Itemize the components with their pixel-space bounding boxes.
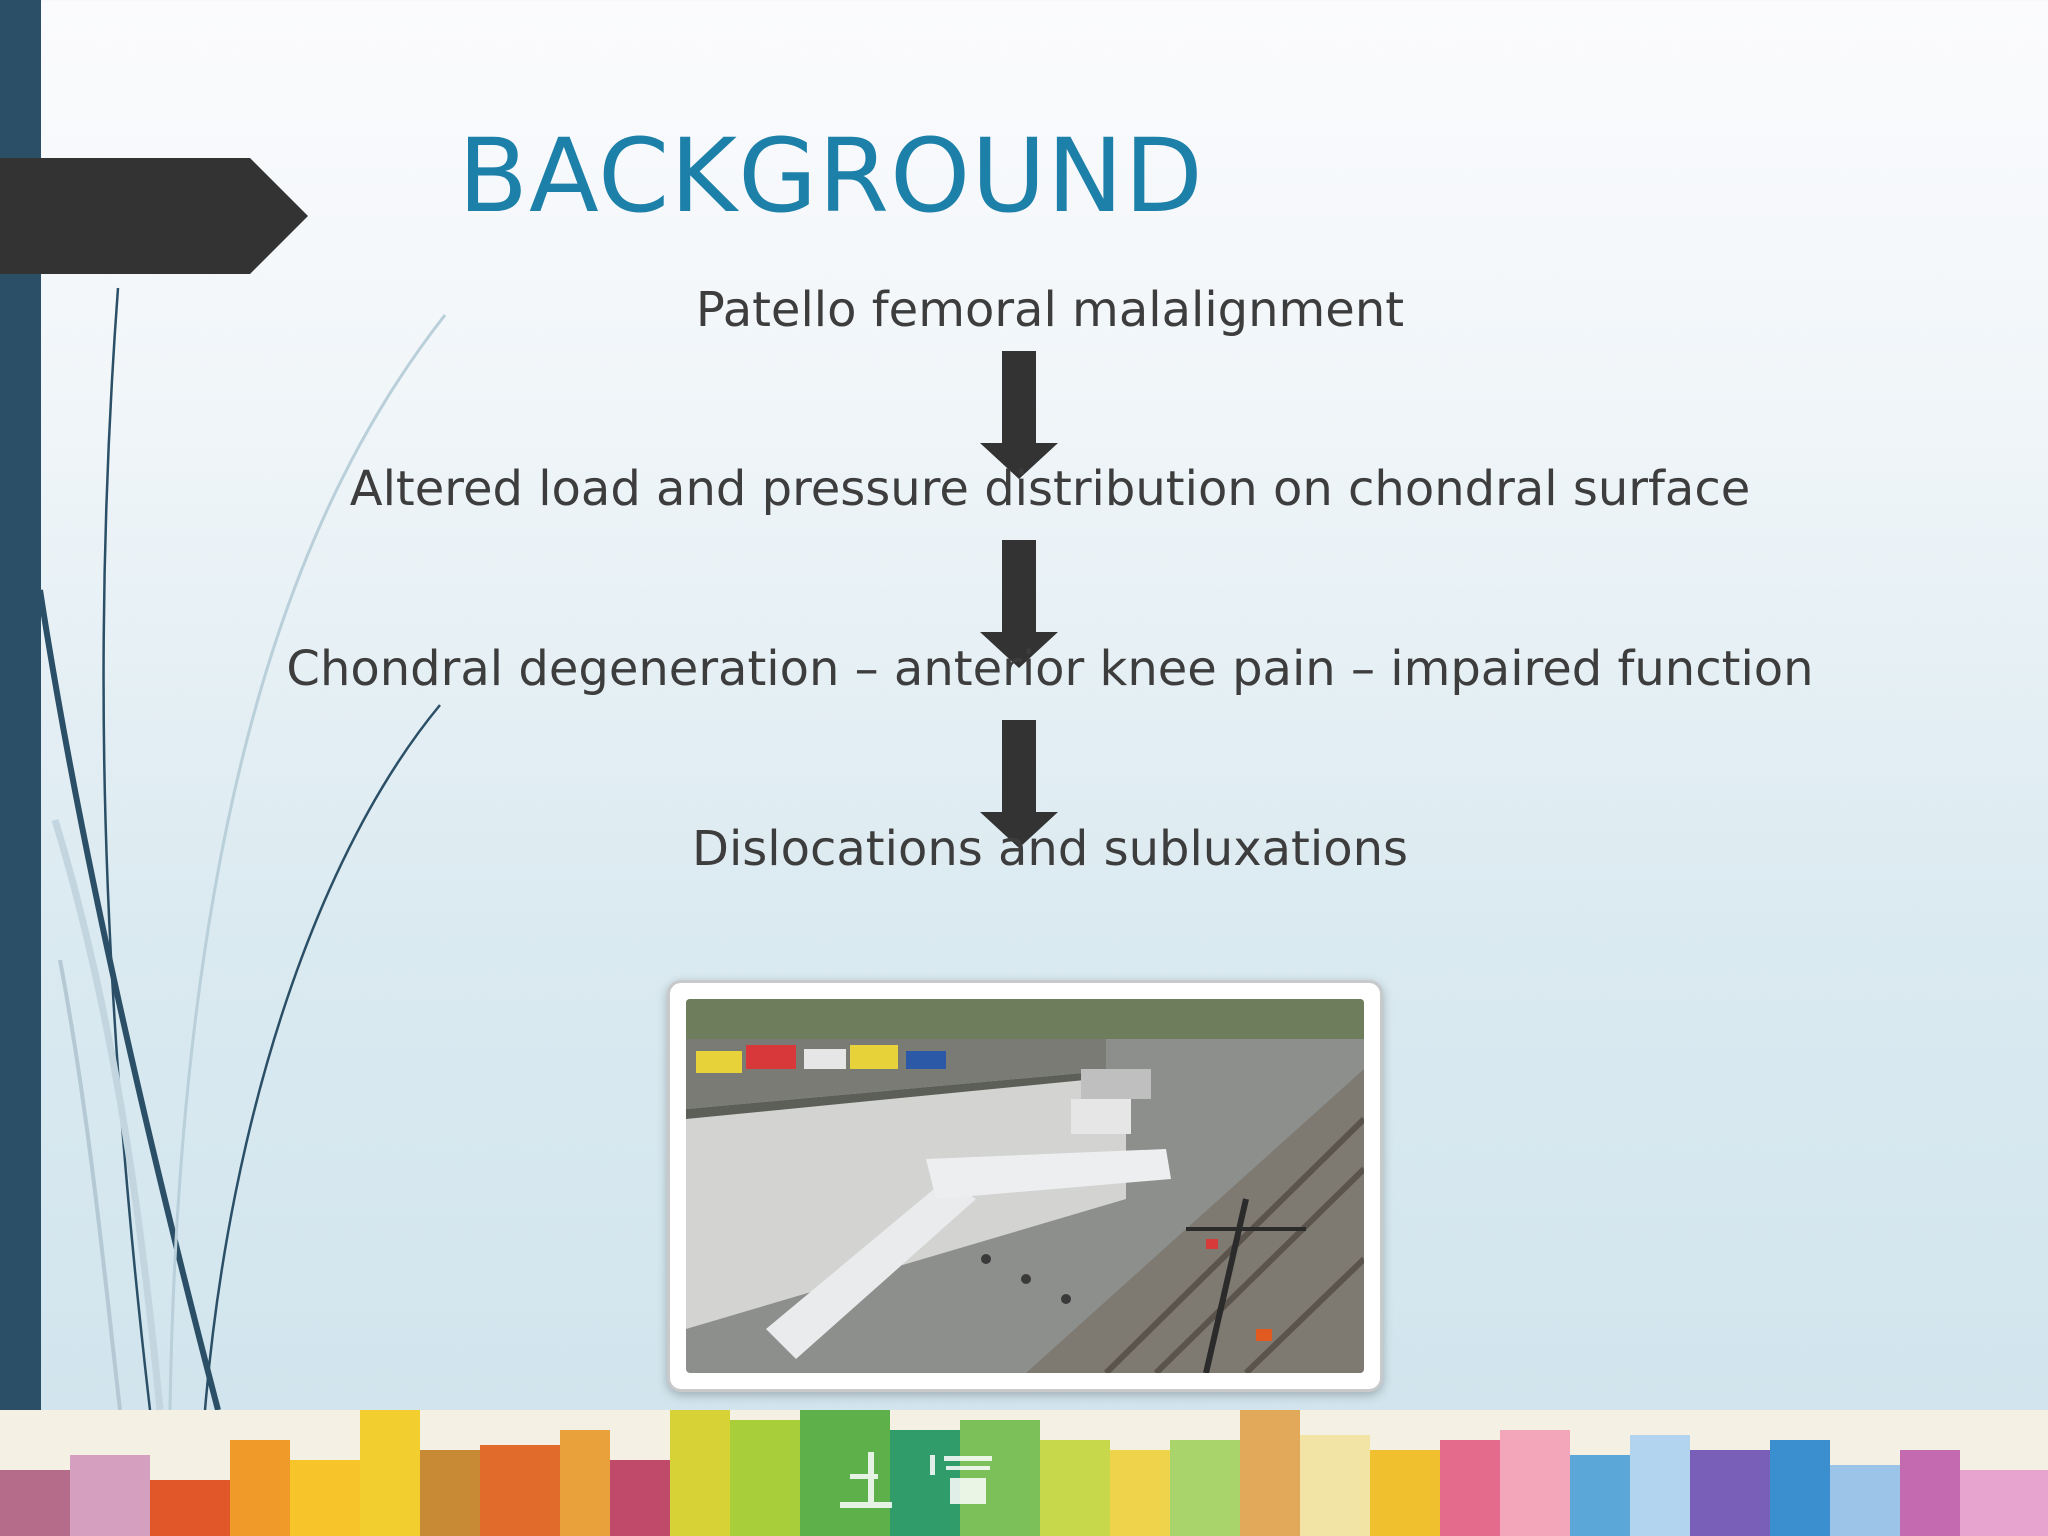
flow-step-3: Chondral degeneration – anterior knee pa… <box>286 641 1814 697</box>
train-derailment-photo <box>686 999 1364 1373</box>
slide-title: BACKGROUND <box>458 117 1204 236</box>
down-arrow-icon <box>980 351 1058 479</box>
flow-step-4: Dislocations and subluxations <box>691 821 1408 877</box>
flow-step-2: Altered load and pressure distribution o… <box>349 461 1751 517</box>
title-tab-arrow-shape <box>0 158 308 274</box>
photo-frame <box>667 980 1383 1392</box>
flow-step-1: Patello femoral malalignment <box>695 282 1405 338</box>
city-skyline-banner <box>0 1410 2048 1536</box>
down-arrow-icon <box>980 720 1058 848</box>
down-arrow-icon <box>980 540 1058 668</box>
